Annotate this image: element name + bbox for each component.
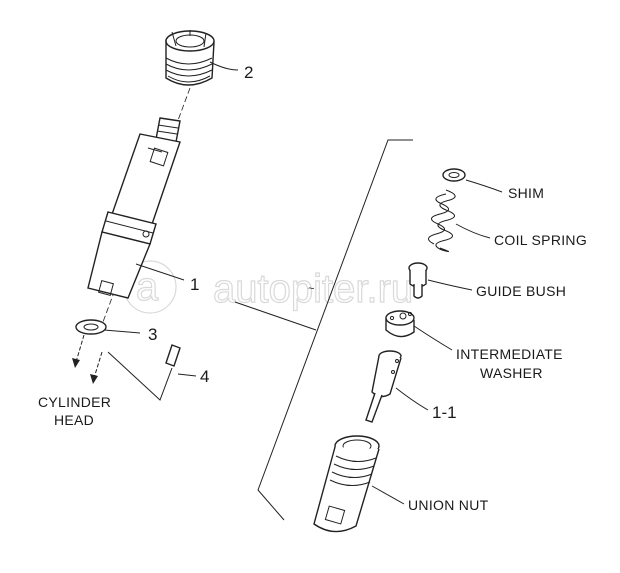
- callout-4: 4: [200, 367, 209, 386]
- label-intermediate-washer-line1: INTERMEDIATE: [456, 346, 563, 362]
- callout-3: 3: [148, 325, 157, 344]
- svg-text:~: ~: [308, 283, 314, 295]
- watermark-text: autopiter.ru: [213, 267, 413, 311]
- callout-1-1: 1-1: [432, 403, 457, 422]
- callout-1: 1: [190, 275, 199, 294]
- label-cylinder-head-line2: HEAD: [54, 412, 94, 428]
- nozzle-part: [365, 350, 402, 423]
- guide-bush-part: [408, 262, 428, 299]
- nozzle-holder-body: [87, 87, 191, 331]
- watermark: a autopiter.ru: [123, 260, 414, 314]
- label-intermediate-washer-line2: WASHER: [480, 365, 543, 381]
- intermediate-washer-part: [385, 310, 415, 338]
- explode-bracket: ~: [234, 139, 413, 521]
- coil-spring-part: [428, 189, 456, 253]
- pin: [165, 344, 181, 367]
- label-cylinder-head-line1: CYLINDER: [38, 394, 111, 410]
- label-union-nut: UNION NUT: [408, 497, 489, 513]
- label-shim: SHIM: [508, 185, 544, 201]
- label-guide-bush: GUIDE BUSH: [476, 283, 566, 299]
- washer: [75, 319, 107, 335]
- label-coil-spring: COIL SPRING: [494, 232, 587, 248]
- svg-text:a: a: [136, 265, 159, 309]
- union-nut-part: [313, 435, 380, 533]
- left-leaders: [103, 61, 239, 401]
- retaining-nut: [165, 30, 215, 86]
- callout-2: 2: [244, 63, 253, 82]
- shim-part: [442, 168, 466, 182]
- cylinder-head-arrows: [72, 334, 103, 384]
- right-leaders: [371, 179, 503, 505]
